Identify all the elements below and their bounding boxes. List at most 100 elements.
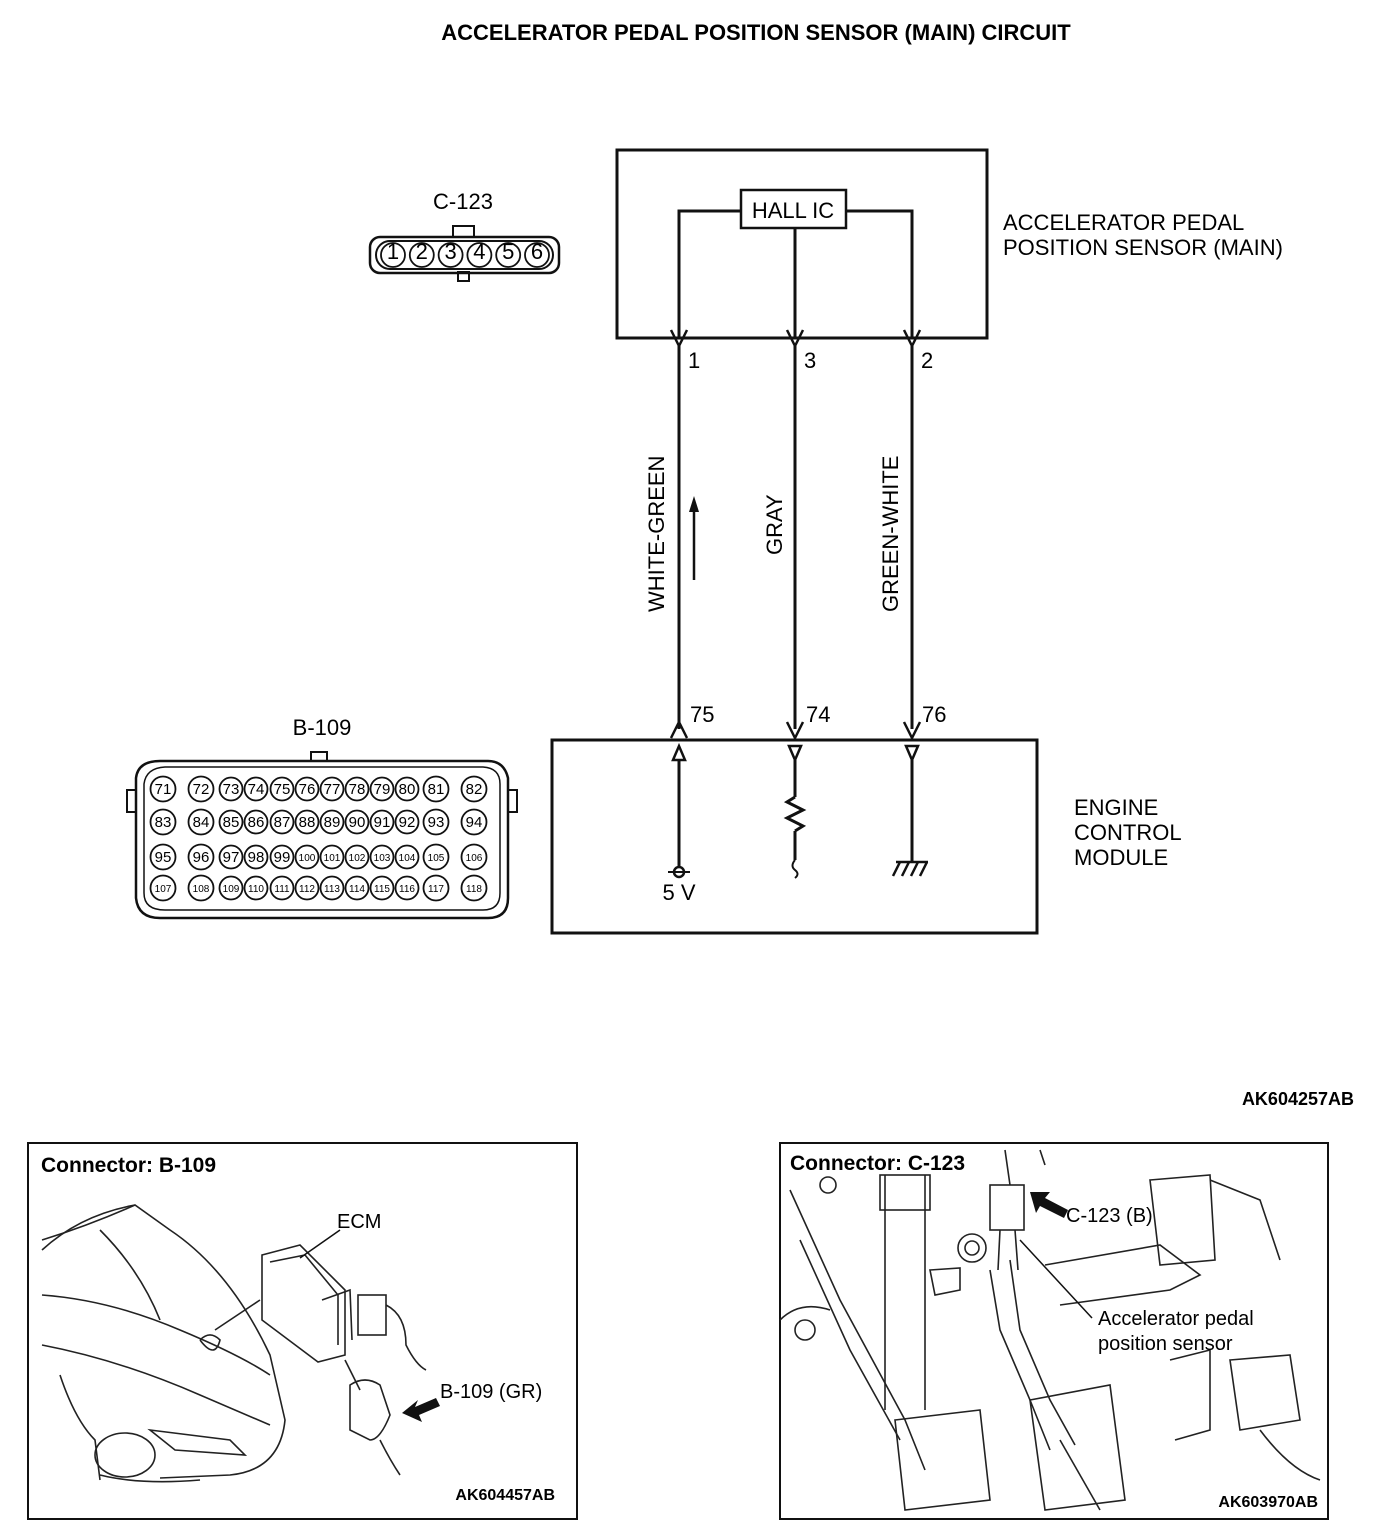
svg-text:113: 113 [324, 884, 340, 895]
b109-pin: 99 [269, 844, 295, 870]
b109-pin: 92 [394, 809, 420, 835]
b109-pin: 90 [344, 809, 370, 835]
svg-text:74: 74 [248, 781, 265, 798]
svg-text:102: 102 [349, 853, 366, 864]
b109-pin: 88 [294, 809, 320, 835]
svg-text:85: 85 [223, 814, 240, 831]
ecm-box [550, 738, 1039, 935]
diagram-title: ACCELERATOR PEDAL POSITION SENSOR (MAIN)… [441, 20, 1071, 45]
ecm-pin-76: 76 [922, 702, 946, 727]
b109-pin: 101 [319, 844, 345, 870]
ground-icon [891, 860, 929, 877]
svg-text:1: 1 [387, 239, 399, 264]
svg-text:5: 5 [502, 239, 514, 264]
panel-left-code: AK604457AB [455, 1487, 555, 1504]
svg-text:110: 110 [248, 884, 264, 895]
b109-pin: 111 [269, 875, 295, 901]
svg-text:88: 88 [299, 814, 316, 831]
ecm-label-line3: MODULE [1074, 845, 1168, 870]
wire-label-white-green: WHITE-GREEN [644, 456, 669, 612]
ecm-label-line2: CONTROL [1074, 820, 1182, 845]
b109-pin: 115 [369, 875, 395, 901]
sensor-pin-3: 3 [804, 348, 816, 373]
c123-connector-name: C-123 [433, 189, 493, 214]
b109-pin: 80 [394, 776, 420, 802]
b109-pin: 85 [218, 809, 244, 835]
b109-pin: 102 [344, 844, 370, 870]
svg-text:115: 115 [374, 884, 390, 895]
svg-text:80: 80 [399, 781, 416, 798]
arrow-up-icon [689, 496, 699, 580]
b109-pin: 118 [460, 874, 488, 902]
b109-pin: 71 [149, 775, 177, 803]
panel-left-ecm-label: ECM [337, 1211, 381, 1233]
panel-right-heading: Connector: C-123 [790, 1152, 965, 1175]
panel-left-heading: Connector: B-109 [41, 1154, 216, 1177]
svg-text:75: 75 [274, 781, 291, 798]
ecm-pin-74: 74 [806, 702, 830, 727]
svg-text:72: 72 [193, 781, 210, 798]
svg-text:92: 92 [399, 814, 416, 831]
svg-text:107: 107 [155, 884, 172, 895]
supply-5v: 5 V [662, 880, 695, 905]
b109-pin: 84 [187, 808, 215, 836]
sensor-box [615, 148, 989, 340]
b109-connector-name: B-109 [293, 715, 352, 740]
c123-pin: 2 [408, 239, 435, 268]
svg-text:109: 109 [223, 884, 240, 895]
b109-pin: 89 [319, 809, 345, 835]
svg-text:90: 90 [349, 814, 366, 831]
svg-text:3: 3 [444, 239, 456, 264]
sensor-label-line2: POSITION SENSOR (MAIN) [1003, 235, 1283, 260]
pointer-arrow-icon [1030, 1192, 1068, 1218]
panel-right-code: AK603970AB [1218, 1494, 1318, 1511]
b109-pin: 86 [243, 809, 269, 835]
b109-pin: 110 [243, 875, 269, 901]
svg-text:6: 6 [531, 239, 543, 264]
svg-text:77: 77 [324, 781, 341, 798]
svg-text:112: 112 [299, 884, 315, 895]
panel-left-frame [27, 1142, 578, 1520]
b109-pin: 116 [394, 875, 420, 901]
ecm-terminal-arrows [669, 719, 922, 741]
svg-text:108: 108 [193, 884, 210, 895]
sensor-label-line1: ACCELERATOR PEDAL [1003, 210, 1244, 235]
svg-text:105: 105 [428, 853, 445, 864]
svg-text:76: 76 [299, 781, 316, 798]
c123-pin: 3 [437, 239, 464, 268]
svg-text:96: 96 [193, 849, 210, 866]
b109-pin: 93 [422, 808, 450, 836]
svg-text:117: 117 [428, 884, 444, 895]
svg-text:83: 83 [155, 814, 172, 831]
svg-text:95: 95 [155, 849, 172, 866]
panel-left-connector-label: B-109 (GR) [440, 1381, 542, 1403]
svg-text:4: 4 [473, 239, 485, 264]
b109-pin: 109 [218, 875, 244, 901]
svg-text:104: 104 [399, 853, 416, 864]
pedal-illustration [779, 1149, 1321, 1511]
svg-text:86: 86 [248, 814, 265, 831]
svg-text:81: 81 [428, 781, 445, 798]
b109-pin: 104 [394, 844, 420, 870]
b109-pin: 91 [369, 809, 395, 835]
svg-text:73: 73 [223, 781, 240, 798]
ecm-module-illustration [261, 1244, 427, 1476]
svg-text:118: 118 [466, 884, 482, 895]
svg-text:84: 84 [193, 814, 210, 831]
b109-pin: 95 [149, 843, 177, 871]
b109-pin: 100 [294, 844, 320, 870]
b109-pin: 107 [149, 874, 177, 902]
sensor-pin-2: 2 [921, 348, 933, 373]
b109-pin: 78 [344, 776, 370, 802]
svg-text:100: 100 [299, 853, 316, 864]
svg-text:101: 101 [324, 853, 341, 864]
b109-pin: 73 [218, 776, 244, 802]
b109-pin: 94 [460, 808, 488, 836]
b109-pin: 72 [187, 775, 215, 803]
panel-right-sensor-line2: position sensor [1098, 1333, 1233, 1355]
c123-pin: 4 [466, 239, 493, 268]
b109-pin: 112 [294, 875, 320, 901]
svg-text:78: 78 [349, 781, 366, 798]
